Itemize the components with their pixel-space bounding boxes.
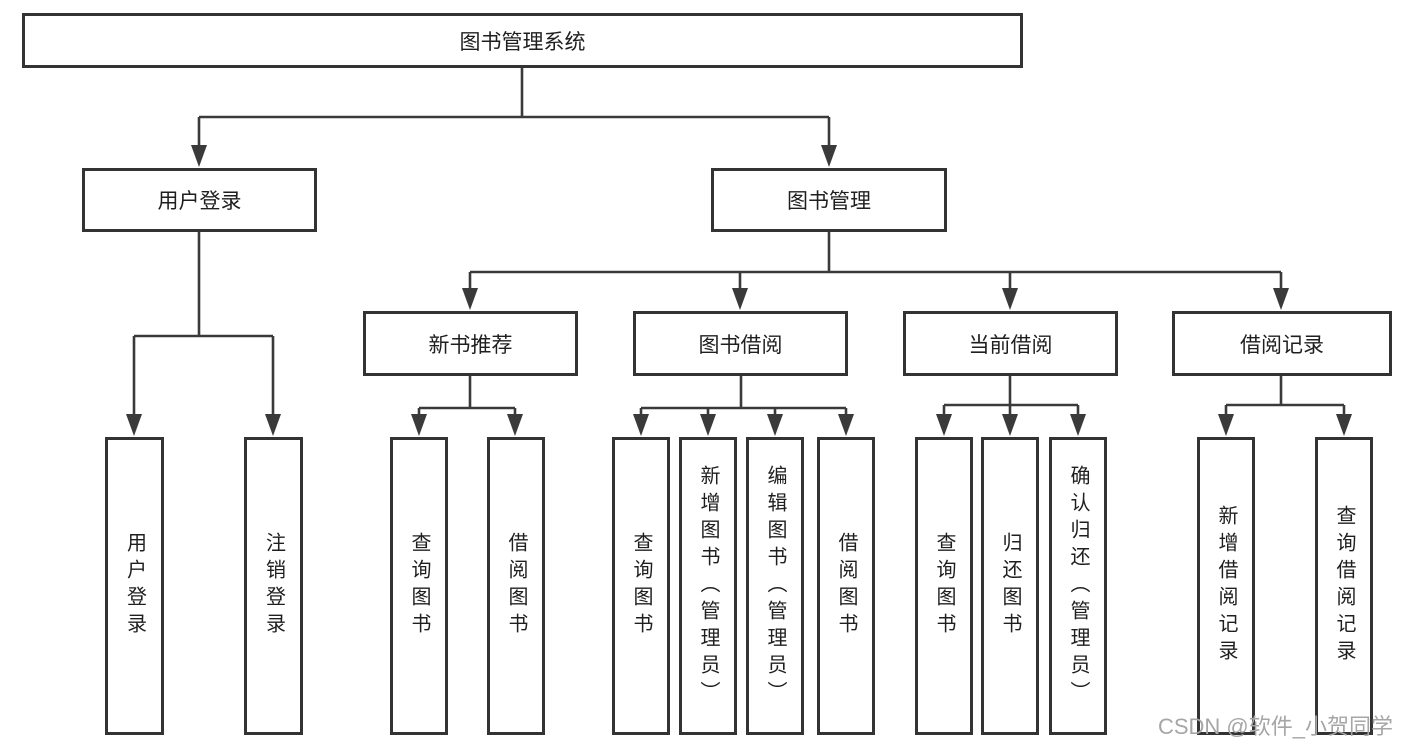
leaf-user-login: 用户登录 — [105, 437, 164, 735]
leaf-label: 用户登录 — [123, 532, 146, 640]
leaf-edit-book-admin: 编辑图书（管理员） — [746, 437, 804, 735]
csdn-watermark: CSDN @软件_小贺同学 — [1157, 714, 1393, 739]
leaf-add-borrow-record: 新增借阅记录 — [1197, 437, 1255, 735]
leaf-return-books: 归还图书 — [981, 437, 1039, 735]
node-book-borrowing: 图书借阅 — [633, 311, 848, 376]
leaf-query-books-3: 查询图书 — [915, 437, 973, 735]
connector-book-mgmt-to-level3 — [468, 232, 1283, 290]
node-new-book-recommendation: 新书推荐 — [363, 311, 578, 376]
leaf-label: 注销登录 — [262, 532, 285, 640]
leaf-label: 新增图书（管理员） — [697, 464, 719, 708]
leaf-borrow-books-1: 借阅图书 — [487, 437, 545, 735]
node-label: 图书借阅 — [698, 333, 783, 357]
leaf-borrow-books-2: 借阅图书 — [817, 437, 875, 735]
leaf-confirm-return-admin: 确认归还（管理员） — [1049, 437, 1107, 735]
connector-user-login-to-leaves — [132, 232, 275, 416]
leaf-label: 查询图书 — [630, 532, 652, 640]
node-current-borrowing: 当前借阅 — [903, 311, 1118, 376]
leaf-query-borrow-record: 查询借阅记录 — [1315, 437, 1373, 735]
node-user-login: 用户登录 — [82, 168, 317, 232]
leaf-label: 确认归还（管理员） — [1067, 464, 1089, 708]
leaf-label: 查询图书 — [408, 532, 430, 640]
leaf-label: 编辑图书（管理员） — [764, 464, 786, 708]
leaf-label: 借阅图书 — [835, 532, 857, 640]
leaf-label: 归还图书 — [999, 532, 1021, 640]
connector-borrow-records-to-leaves — [1224, 376, 1346, 416]
leaf-query-books-2: 查询图书 — [612, 437, 670, 735]
connector-new-book-to-leaves — [417, 376, 517, 416]
node-label: 图书管理 — [787, 190, 871, 213]
connector-book-borrow-to-leaves — [639, 376, 848, 416]
node-label: 图书管理系统 — [459, 30, 586, 54]
leaf-label: 查询图书 — [933, 532, 955, 640]
connector-current-borrow-to-leaves — [942, 376, 1080, 416]
leaf-label: 查询借阅记录 — [1333, 505, 1355, 667]
leaf-add-book-admin: 新增图书（管理员） — [679, 437, 737, 735]
node-label: 新书推荐 — [428, 333, 513, 357]
node-label: 借阅记录 — [1240, 333, 1324, 357]
leaf-label: 新增借阅记录 — [1215, 505, 1237, 667]
leaf-logout: 注销登录 — [244, 437, 303, 735]
node-borrowing-records: 借阅记录 — [1172, 311, 1392, 376]
node-library-management-system: 图书管理系统 — [22, 13, 1023, 68]
leaf-label: 借阅图书 — [505, 532, 527, 640]
arrowheads — [126, 145, 1352, 436]
node-label: 当前借阅 — [968, 333, 1053, 357]
node-book-management: 图书管理 — [711, 168, 947, 232]
leaf-query-books-1: 查询图书 — [390, 437, 448, 735]
node-label: 用户登录 — [157, 190, 242, 213]
connector-root-to-level2 — [197, 68, 831, 147]
